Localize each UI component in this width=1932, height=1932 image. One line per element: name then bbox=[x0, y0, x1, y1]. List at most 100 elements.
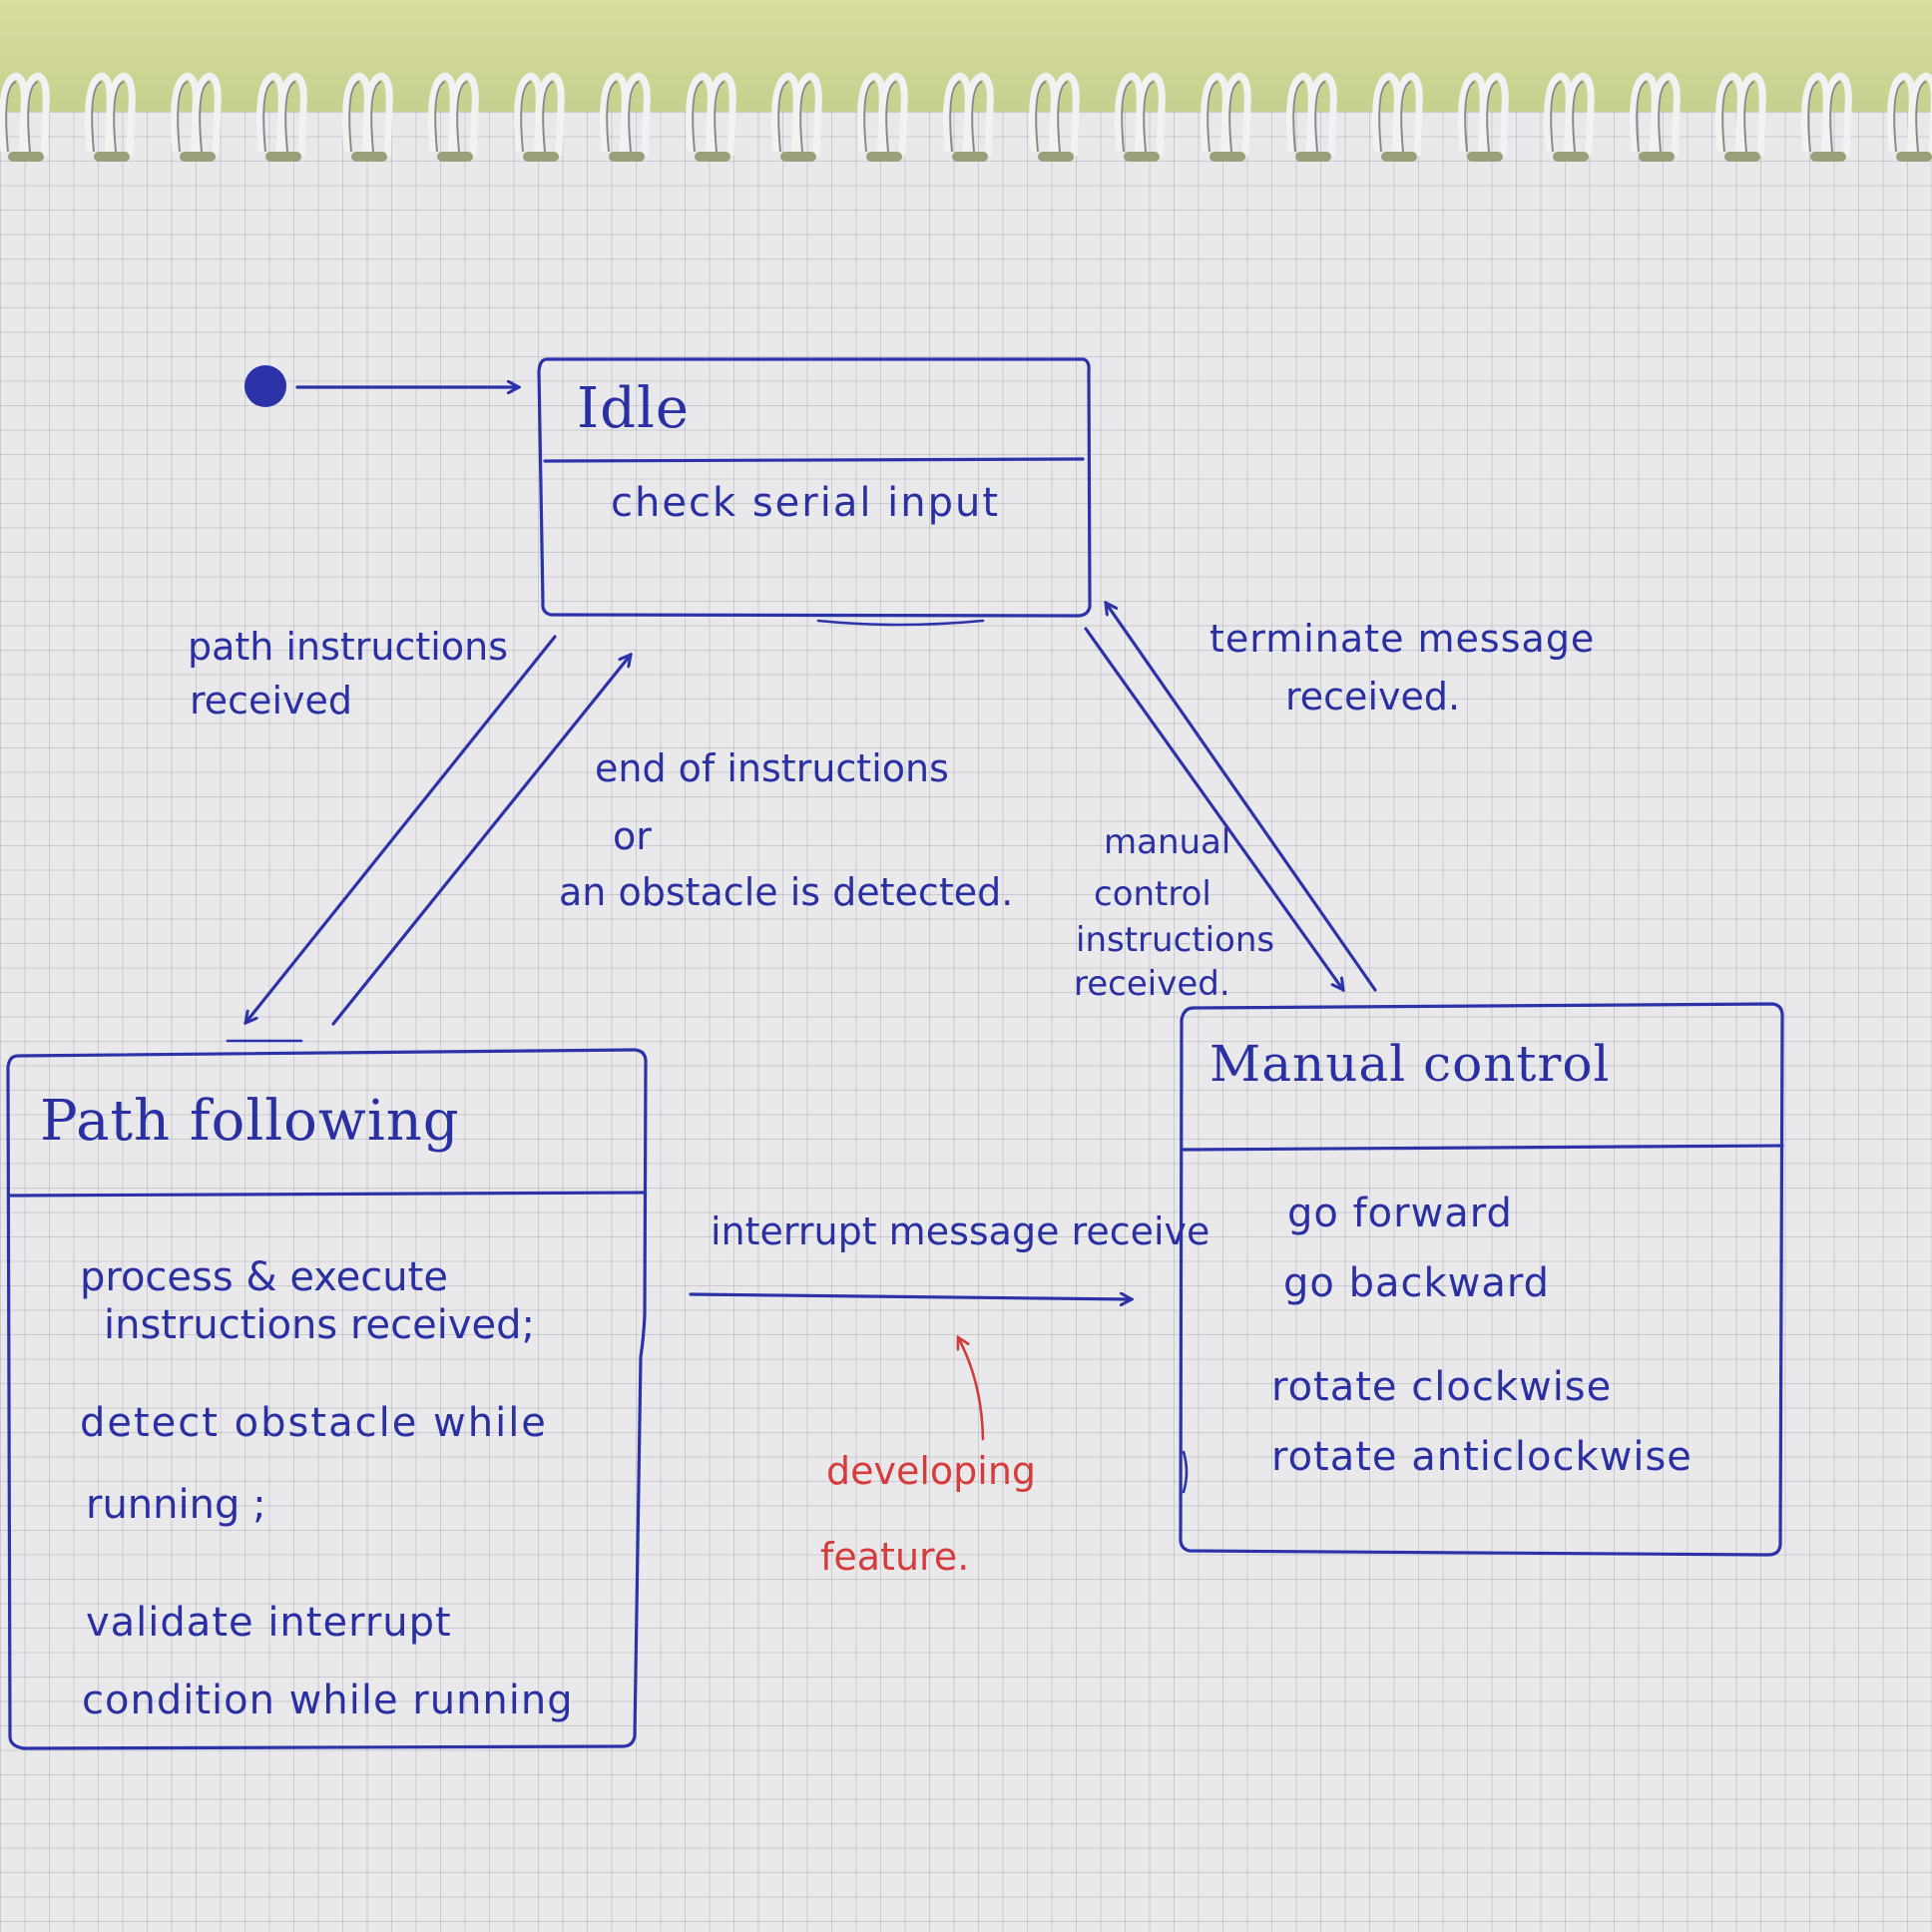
state-box-idle bbox=[537, 357, 1092, 627]
spiral-ring-shadow bbox=[542, 81, 554, 153]
spiral-hole bbox=[1810, 152, 1846, 162]
spiral-ring-shadow bbox=[1121, 81, 1133, 153]
spiral-ring-shadow bbox=[606, 81, 618, 153]
state-activity-idle: check serial input bbox=[611, 480, 1001, 526]
state-box-path-following bbox=[6, 1039, 648, 1750]
state-activity-path-following: validate interrupt bbox=[86, 1600, 452, 1646]
transition-label-manual-instructions: instructions bbox=[1076, 920, 1275, 960]
spiral-ring-shadow bbox=[113, 81, 125, 153]
spiral-hole bbox=[265, 152, 301, 162]
transition-label-path-instructions: path instructions bbox=[188, 625, 508, 669]
spiral-ring bbox=[1652, 72, 1681, 157]
spiral-ring-shadow bbox=[520, 81, 532, 153]
spiral-hole bbox=[523, 152, 559, 162]
spiral-ring-shadow bbox=[863, 81, 875, 153]
spiral-ring-shadow bbox=[885, 81, 897, 153]
spiral-hole bbox=[1639, 152, 1675, 162]
transition-label-manual-instructions: manual bbox=[1104, 822, 1231, 862]
spiral-hole bbox=[1295, 152, 1331, 162]
state-activity-manual-control: go backward bbox=[1283, 1260, 1550, 1306]
note-developing-feature: developing bbox=[826, 1449, 1037, 1493]
spiral-ring bbox=[622, 72, 651, 157]
spiral-hole bbox=[780, 152, 816, 162]
spiral-ring-shadow bbox=[284, 81, 296, 153]
spiral-ring-shadow bbox=[1829, 81, 1841, 153]
spiral-ring-shadow bbox=[91, 81, 103, 153]
spiral-ring-shadow bbox=[1143, 81, 1155, 153]
spiral-ring-shadow bbox=[1743, 81, 1755, 153]
spiral-ring bbox=[1137, 72, 1166, 157]
spiral-ring-shadow bbox=[1378, 81, 1390, 153]
spiral-ring bbox=[1909, 72, 1932, 156]
spiral-binding bbox=[0, 72, 1932, 162]
spiral-ring-shadow bbox=[1400, 81, 1412, 153]
arrow-path-following-to-idle bbox=[331, 655, 631, 1026]
spiral-ring bbox=[21, 72, 50, 157]
spiral-hole bbox=[1724, 152, 1760, 162]
spiral-hole bbox=[695, 152, 730, 162]
spiral-ring-shadow bbox=[1486, 81, 1498, 153]
transition-label-terminate: terminate message bbox=[1209, 617, 1596, 661]
spiral-ring-shadow bbox=[1207, 81, 1218, 153]
spiral-ring-shadow bbox=[1464, 81, 1476, 153]
spiral-ring-shadow bbox=[348, 81, 360, 153]
spiral-hole bbox=[1896, 152, 1932, 162]
spiral-ring-shadow bbox=[949, 81, 961, 153]
spiral-ring-shadow bbox=[1893, 81, 1905, 153]
spiral-ring-shadow bbox=[456, 81, 468, 153]
spiral-ring-shadow bbox=[628, 81, 640, 153]
spiral-hole bbox=[1209, 152, 1245, 162]
spiral-ring-shadow bbox=[370, 81, 382, 153]
state-activity-path-following: process & execute bbox=[80, 1254, 448, 1300]
spiral-hole bbox=[1038, 152, 1074, 162]
state-activity-path-following: condition while running bbox=[82, 1678, 574, 1723]
spiral-ring-shadow bbox=[177, 81, 189, 153]
grid-paper bbox=[0, 112, 1932, 1932]
transition-label-end-of-instructions: end of instructions bbox=[595, 746, 949, 790]
spiral-ring bbox=[793, 72, 822, 157]
transition-label-interrupt: interrupt message receive bbox=[711, 1209, 1210, 1253]
state-title-manual-control: Manual control bbox=[1209, 1035, 1611, 1093]
state-activity-path-following: instructions received; bbox=[104, 1302, 535, 1348]
spiral-ring bbox=[364, 72, 393, 157]
transition-label-manual-instructions: control bbox=[1094, 874, 1211, 914]
spiral-ring bbox=[1823, 72, 1852, 157]
spiral-ring-shadow bbox=[692, 81, 704, 153]
arrow-idle-to-path-following bbox=[245, 635, 557, 1023]
spiral-hole bbox=[351, 152, 387, 162]
spiral-hole bbox=[1124, 152, 1160, 162]
spiral-ring-shadow bbox=[1057, 81, 1069, 153]
spiral-ring-shadow bbox=[1292, 81, 1304, 153]
spiral-ring bbox=[1480, 72, 1509, 157]
spiral-ring bbox=[1051, 72, 1080, 157]
spiral-hole bbox=[1467, 152, 1503, 162]
spiral-hole bbox=[437, 152, 473, 162]
state-activity-path-following: detect obstacle while bbox=[80, 1400, 548, 1446]
state-title-idle: Idle bbox=[577, 376, 691, 441]
arrow-idle-to-manual-control bbox=[1084, 627, 1343, 990]
note-developing-feature: feature. bbox=[820, 1535, 970, 1579]
state-activity-manual-control: go forward bbox=[1287, 1191, 1513, 1236]
spiral-ring-shadow bbox=[971, 81, 983, 153]
spiral-ring-shadow bbox=[777, 81, 789, 153]
spiral-ring-shadow bbox=[434, 81, 446, 153]
state-activity-manual-control: rotate clockwise bbox=[1271, 1364, 1613, 1410]
spiral-ring-shadow bbox=[1721, 81, 1733, 153]
spiral-ring bbox=[536, 72, 565, 157]
spiral-ring-shadow bbox=[1915, 81, 1927, 153]
spiral-hole bbox=[8, 152, 44, 162]
spiral-ring-shadow bbox=[1228, 81, 1240, 153]
transition-label-terminate: received. bbox=[1285, 675, 1461, 719]
spiral-ring-shadow bbox=[199, 81, 211, 153]
spiral-ring-shadow bbox=[1550, 81, 1562, 153]
state-title-path-following: Path following bbox=[40, 1089, 460, 1154]
spiral-ring bbox=[450, 72, 479, 157]
spiral-ring-shadow bbox=[262, 81, 274, 153]
spiral-ring-shadow bbox=[714, 81, 725, 153]
spiral-ring-shadow bbox=[799, 81, 811, 153]
spiral-ring-shadow bbox=[1035, 81, 1047, 153]
spiral-ring-shadow bbox=[1572, 81, 1584, 153]
spiral-hole bbox=[94, 152, 130, 162]
spiral-ring bbox=[1394, 72, 1423, 157]
